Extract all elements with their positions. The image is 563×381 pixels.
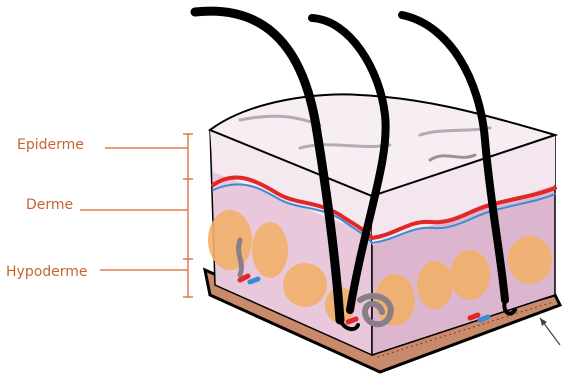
label-derme: Derme — [26, 197, 73, 213]
label-epiderme: Epiderme — [17, 137, 84, 153]
pointer-arrow — [540, 318, 560, 345]
layer-annotations — [80, 133, 193, 297]
label-hypoderme: Hypoderme — [6, 264, 88, 280]
